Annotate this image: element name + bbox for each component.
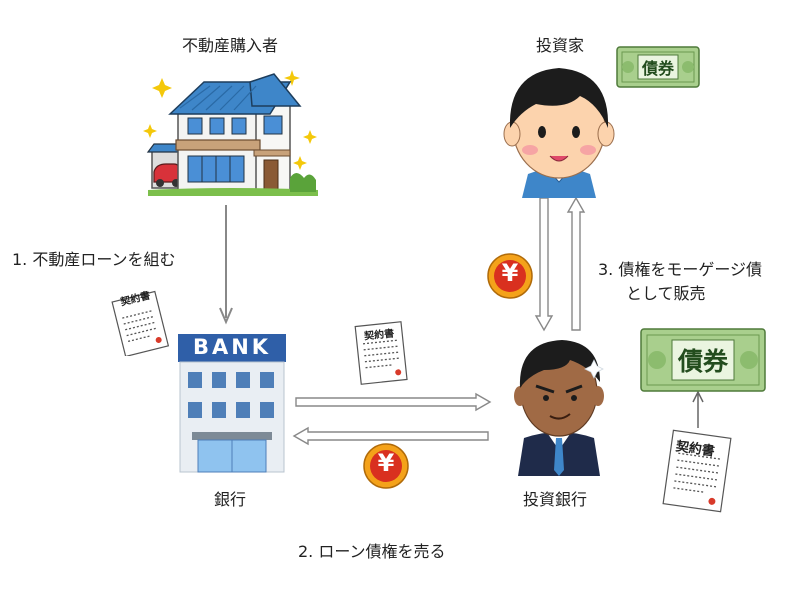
- yen-coin-bank-icon: [363, 443, 409, 489]
- bond-certificate-small-icon: [616, 46, 700, 88]
- investment-bank-label: 投資銀行: [522, 490, 587, 509]
- bank-label: 銀行: [213, 490, 246, 509]
- yen-coin-investor-icon: [487, 253, 533, 299]
- investor-icon: [503, 68, 615, 198]
- yen-symbol-bank: ¥: [377, 449, 395, 477]
- bond-small-text: 債券: [641, 59, 674, 78]
- buyer-label: 不動産購入者: [181, 36, 278, 55]
- arrow-investment-bank-to-bank: [292, 426, 489, 446]
- step3-label-line2: として販売: [626, 284, 706, 303]
- arrow-buyer-to-bank: [219, 205, 233, 325]
- step3-label-line1: 3. 債権をモーゲージ債: [598, 260, 763, 279]
- contract-doc-bank-icon: [111, 290, 170, 356]
- contract-middle-title: 契約書: [363, 328, 395, 343]
- arrow-investor-to-investment-bank: [534, 197, 554, 332]
- arrow-bank-to-investment-bank: [295, 392, 492, 412]
- contract-doc-bond-icon: [662, 429, 732, 513]
- step2-label: 2. ローン債権を売る: [298, 542, 446, 561]
- step1-label: 1. 不動産ローンを組む: [12, 250, 176, 269]
- bank-sign-text: BANK: [192, 335, 272, 359]
- arrow-investment-bank-to-investor: [566, 196, 586, 331]
- investment-banker-icon: [514, 340, 604, 476]
- bond-certificate-large-icon: [640, 328, 766, 392]
- contract-doc-middle-icon: [354, 321, 408, 385]
- investor-label: 投資家: [535, 36, 584, 55]
- bank-building-icon: [178, 334, 286, 473]
- yen-symbol-investor: ¥: [501, 259, 519, 287]
- house-icon: [143, 70, 318, 196]
- arrow-contract-to-bond: [692, 390, 704, 428]
- bond-large-text: 債券: [677, 347, 728, 376]
